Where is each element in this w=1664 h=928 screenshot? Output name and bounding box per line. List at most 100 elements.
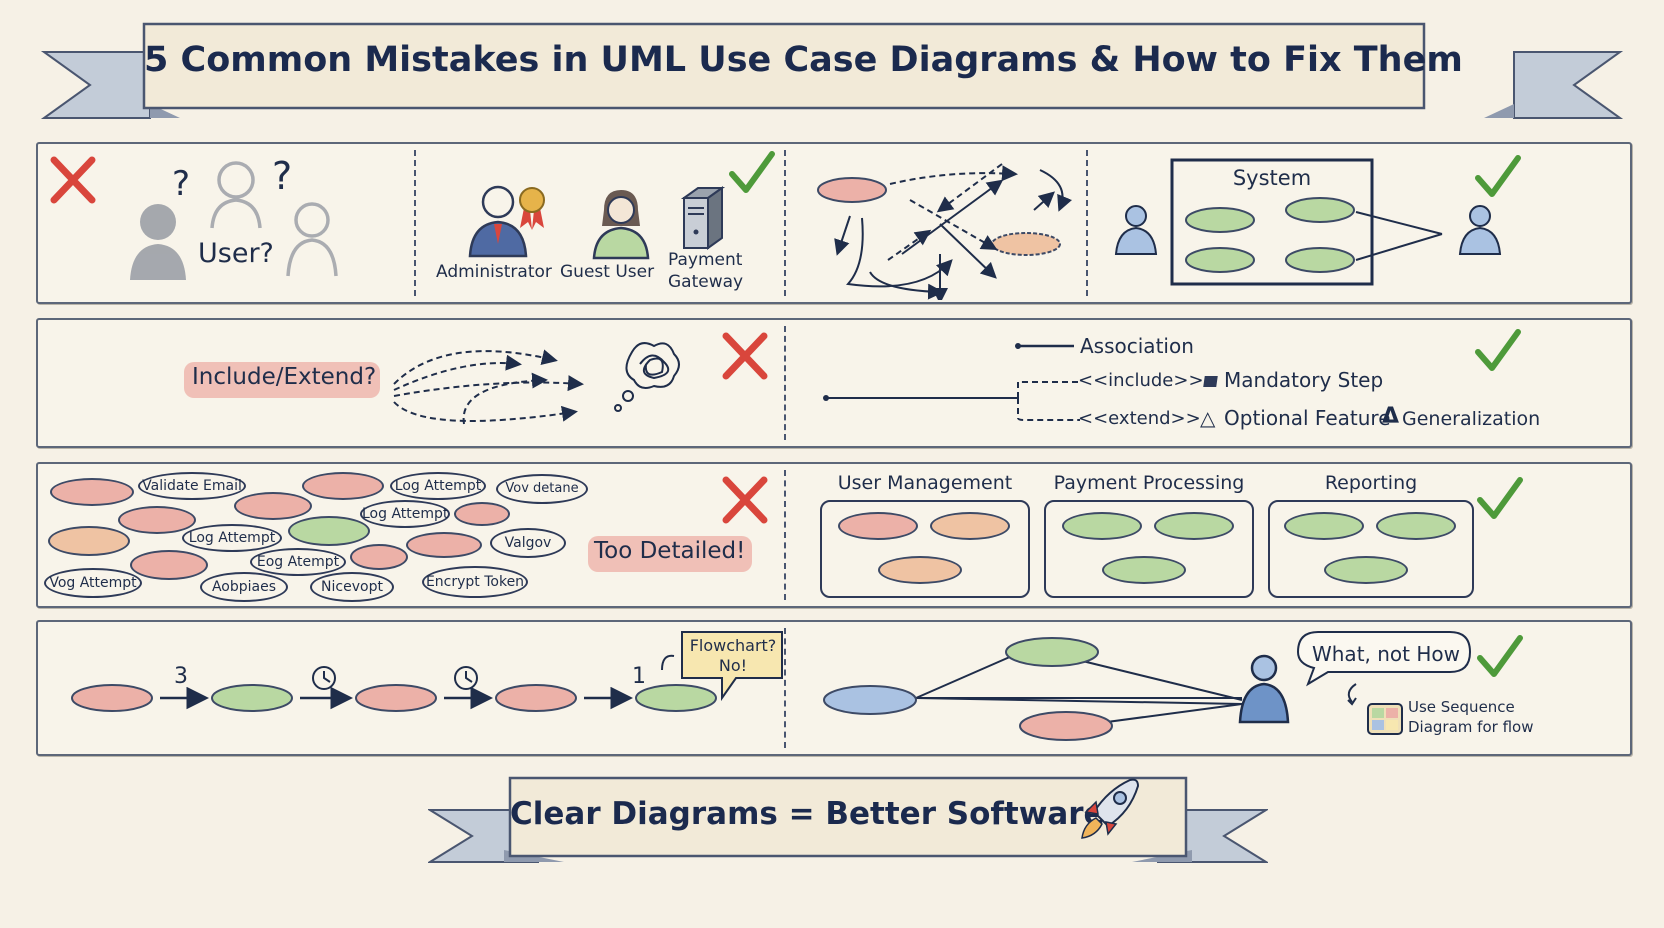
row-relationships: Include/Extend? Association <<include>> xyxy=(36,318,1632,448)
diagram-for-flow-label: Diagram for flow xyxy=(1408,718,1534,736)
legend-extend: <<extend>> xyxy=(1078,408,1201,429)
use-case-oval xyxy=(1324,556,1408,584)
use-case-oval xyxy=(118,506,196,534)
detail-oval: Vov detane xyxy=(496,474,588,504)
check-mark-icon xyxy=(1477,635,1523,677)
flowchart-question: Flowchart? xyxy=(689,636,777,655)
question-mark: ? xyxy=(172,164,191,204)
x-mark-icon xyxy=(722,476,768,524)
use-case-oval xyxy=(234,492,312,520)
too-detailed-label: Too Detailed! xyxy=(594,538,746,564)
actor-goal-diagram xyxy=(823,637,1243,741)
divider xyxy=(784,326,786,440)
generic-user-label: User? xyxy=(198,238,274,269)
row-granularity: Validate Email Log Attempt Vov detane Lo… xyxy=(36,462,1632,608)
use-case-oval xyxy=(50,478,134,506)
flowchart-no: No! xyxy=(718,656,748,675)
badge-icon xyxy=(519,187,545,230)
highlight xyxy=(184,362,380,398)
detail-oval: Log Attempt xyxy=(390,472,486,500)
group-box-reporting xyxy=(1268,500,1474,598)
flowchart-callout xyxy=(681,631,783,702)
detail-oval: Encrypt Token xyxy=(422,566,528,598)
vague-user-icon xyxy=(130,161,338,280)
use-case-oval xyxy=(288,516,370,546)
row-actors-system: ? ? User? Administrator Guest User Payme… xyxy=(36,142,1632,304)
group-box-payment-processing xyxy=(1044,500,1254,598)
actor-label-gateway: Gateway xyxy=(668,272,744,292)
x-mark-icon xyxy=(50,156,96,204)
highlight xyxy=(588,536,752,572)
check-mark-icon xyxy=(1475,155,1521,197)
use-case-oval xyxy=(454,502,510,526)
legend-generalization: Generalization xyxy=(1402,408,1541,430)
use-case-oval xyxy=(1062,512,1142,540)
divider xyxy=(414,150,416,296)
administrator-actor-icon xyxy=(468,185,528,258)
clock-icon xyxy=(312,666,478,690)
check-mark-icon xyxy=(1475,329,1521,371)
relationship-lines xyxy=(823,343,1080,421)
server-icon xyxy=(680,186,726,250)
system-label: System xyxy=(1232,166,1312,190)
triangle-open-icon: △ xyxy=(1200,406,1216,430)
square-icon xyxy=(1203,376,1218,387)
use-case-oval xyxy=(48,526,130,556)
use-case-oval xyxy=(130,550,208,580)
use-case-oval xyxy=(1154,512,1234,540)
footer-banner-ribbon xyxy=(426,776,1270,863)
confused-arrows xyxy=(393,342,680,425)
messy-arrows-diagram xyxy=(817,163,1072,300)
group-title-reporting: Reporting xyxy=(1324,472,1418,494)
divider xyxy=(1086,150,1088,296)
page-title: 5 Common Mistakes in UML Use Case Diagra… xyxy=(144,40,1463,80)
question-mark: ? xyxy=(272,154,293,198)
title-banner: 5 Common Mistakes in UML Use Case Diagra… xyxy=(40,18,1624,128)
title-banner-ribbon xyxy=(40,22,1624,119)
use-case-oval xyxy=(930,512,1010,540)
group-title-payment-processing: Payment Processing xyxy=(1053,472,1245,494)
x-mark-icon xyxy=(722,332,768,380)
divider xyxy=(784,470,786,600)
use-case-oval xyxy=(350,544,408,570)
divider xyxy=(784,150,786,296)
detail-oval: Valgov xyxy=(490,528,566,558)
rocket-icon xyxy=(1081,778,1140,839)
tangled-thought-icon xyxy=(614,342,680,412)
legend-association: Association xyxy=(1080,334,1194,358)
step-number: 3 xyxy=(174,664,188,689)
include-extend-question: Include/Extend? xyxy=(192,364,377,390)
sequence-diagram-icon xyxy=(1347,683,1403,735)
use-case-oval xyxy=(406,532,482,558)
footer-banner: Clear Diagrams = Better Software xyxy=(426,770,1270,880)
actor-icon xyxy=(1238,654,1290,724)
use-case-oval xyxy=(1284,512,1364,540)
divider xyxy=(784,628,786,748)
triangle-bold-icon: Δ xyxy=(1382,404,1400,429)
guest-user-actor-icon xyxy=(592,190,650,260)
use-case-oval xyxy=(1102,556,1186,584)
legend-include: <<include>> xyxy=(1078,370,1204,391)
what-not-how-label: What, not How xyxy=(1311,642,1460,666)
step-number: 1 xyxy=(632,664,646,689)
detail-oval: Eog Atempt xyxy=(250,548,346,576)
actor-label-administrator: Administrator xyxy=(436,262,552,282)
group-title-user-management: User Management xyxy=(837,472,1013,494)
group-box-user-management xyxy=(820,500,1030,598)
use-sequence-label: Use Sequence xyxy=(1408,698,1515,716)
flowchart-sequence xyxy=(71,654,717,712)
legend-mandatory-step: Mandatory Step xyxy=(1224,368,1384,392)
footer-slogan: Clear Diagrams = Better Software xyxy=(510,796,1105,832)
detail-oval: Vog Attempt xyxy=(44,568,142,598)
actor-label-payment: Payment xyxy=(668,250,743,270)
actor-icon xyxy=(1114,205,1502,255)
system-boundary-diagram xyxy=(1114,158,1502,286)
detail-oval: Aobpiaes xyxy=(200,572,288,602)
detail-oval: Nicevopt xyxy=(310,572,394,602)
detail-oval: Log Attempt xyxy=(360,500,450,528)
use-case-oval xyxy=(878,556,962,584)
use-case-oval xyxy=(302,472,384,500)
detail-oval: Validate Email xyxy=(138,472,246,500)
actor-label-guest-user: Guest User xyxy=(560,262,655,282)
what-not-how-bubble xyxy=(1296,631,1472,687)
